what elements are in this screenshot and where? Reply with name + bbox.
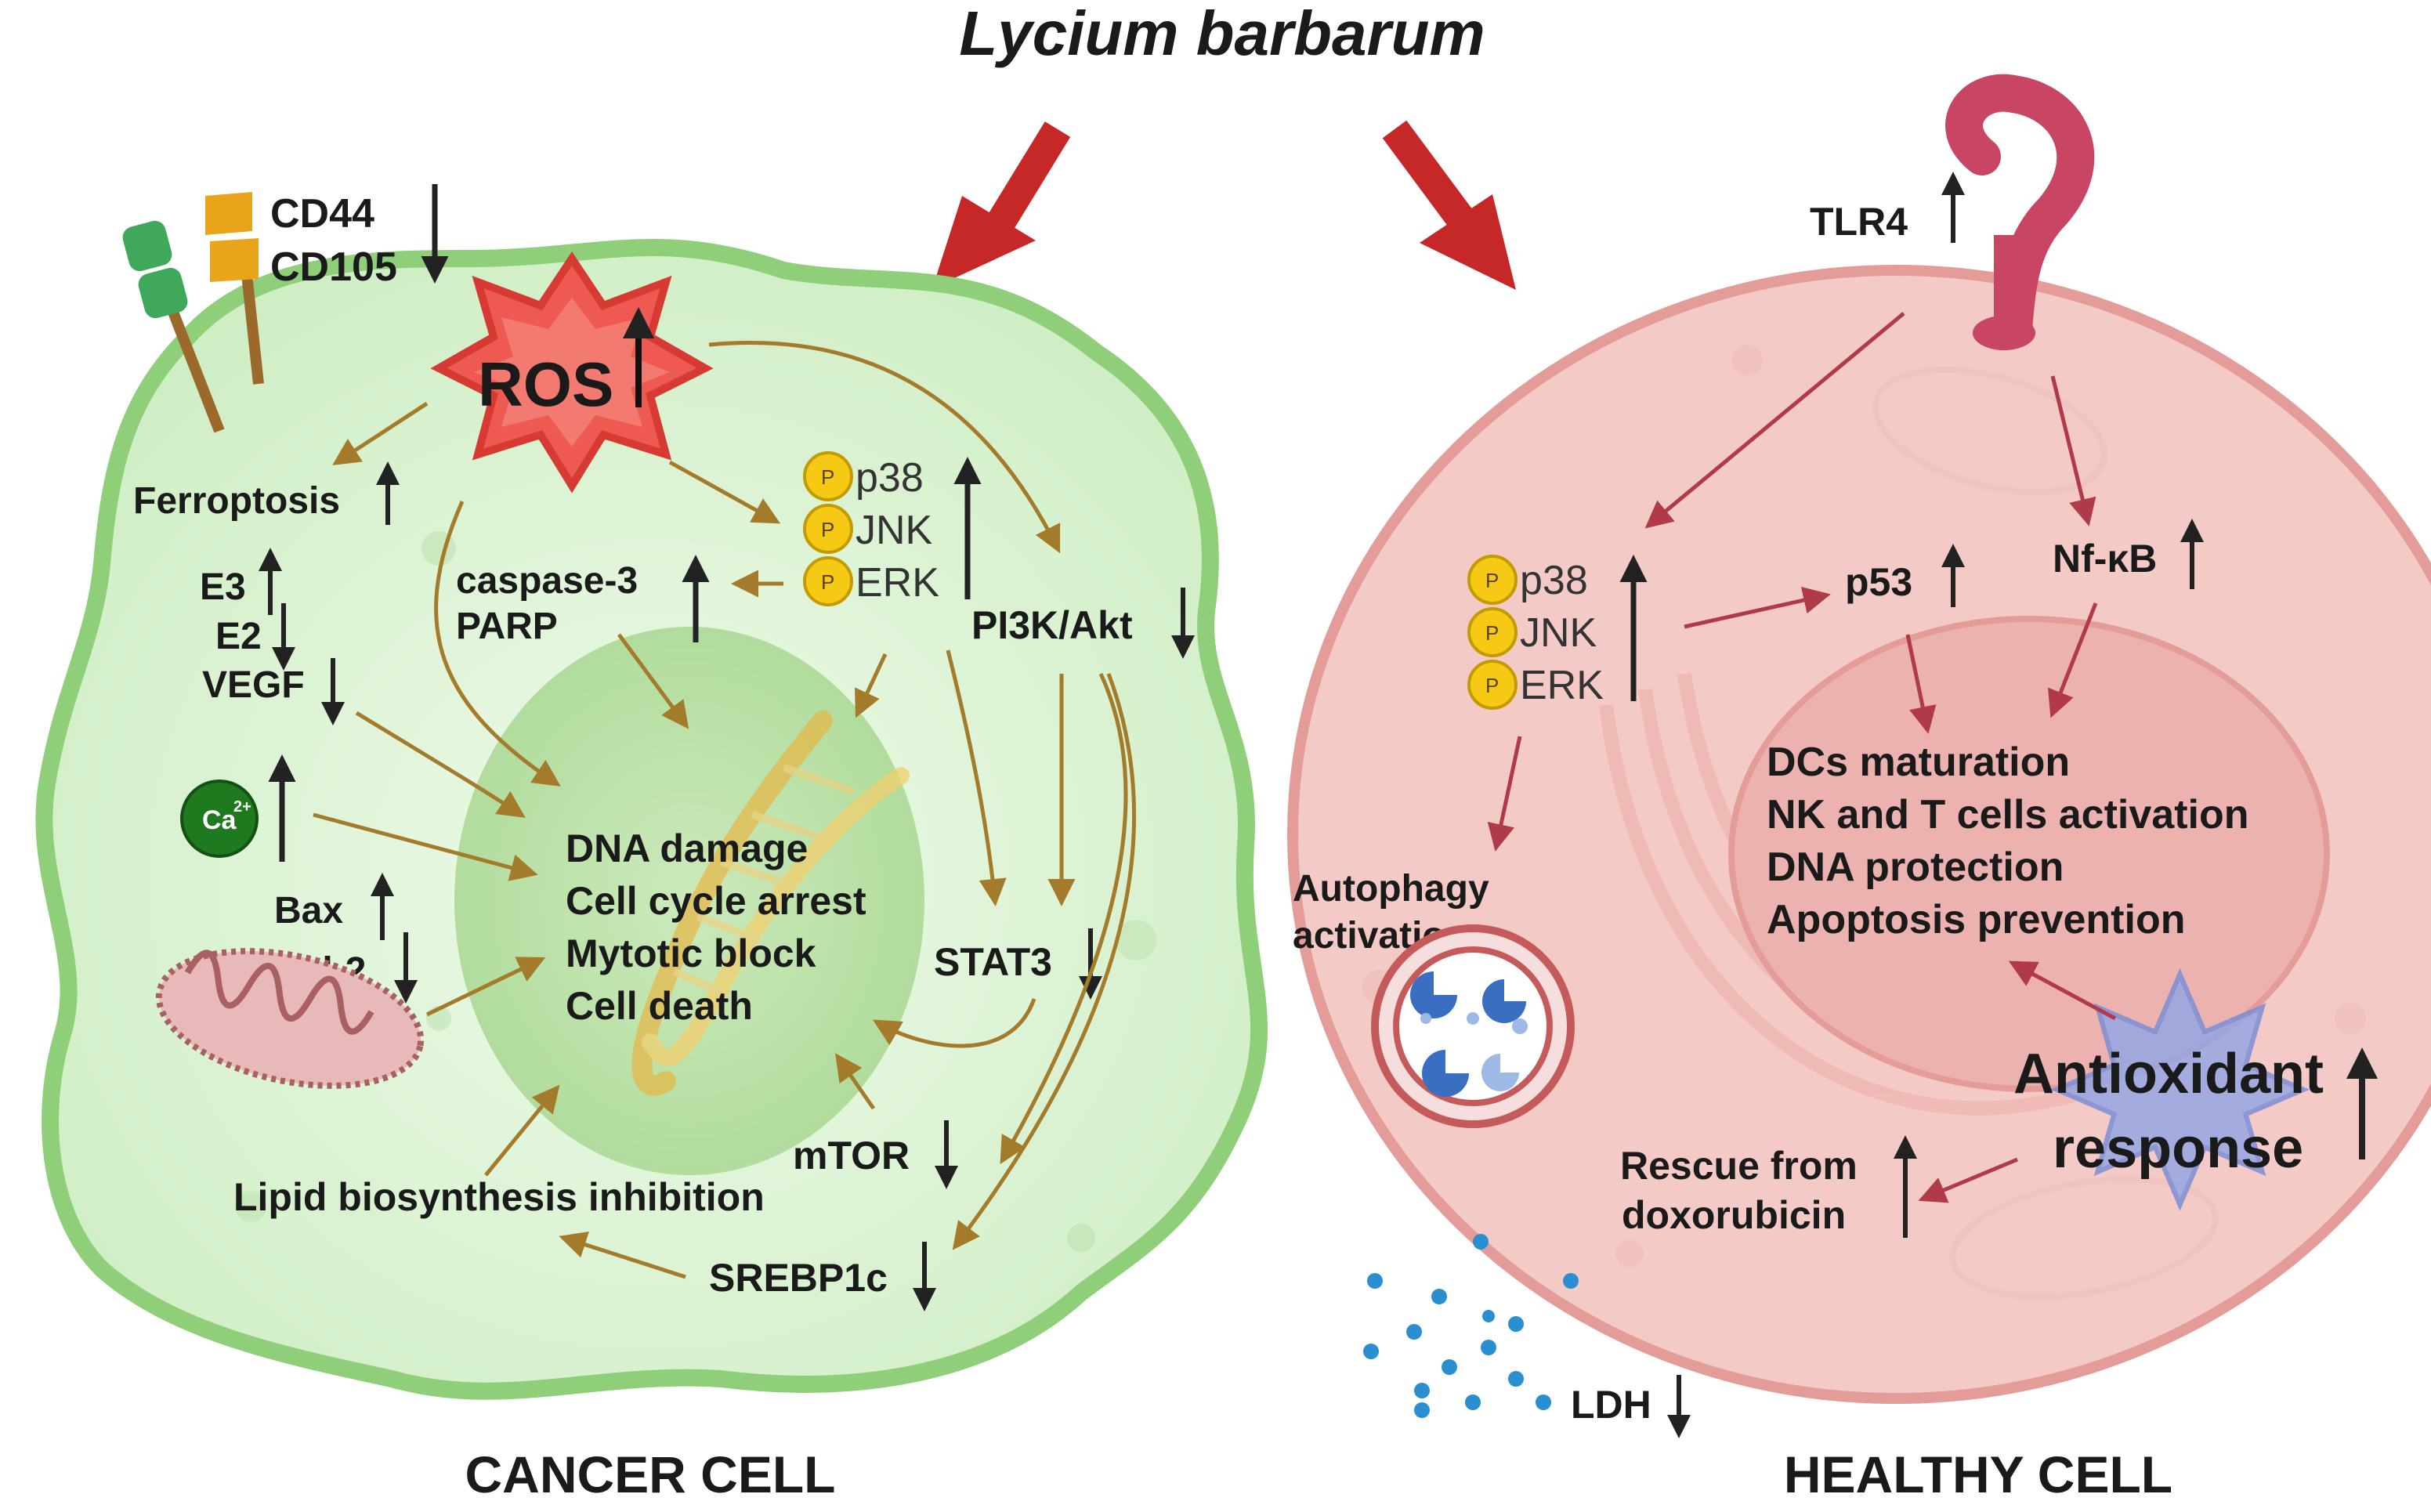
healthy-effect: NK and T cells activation xyxy=(1767,792,2249,837)
healthy-nucleus xyxy=(1728,616,2330,1092)
vegf-label: VEGF xyxy=(202,664,305,706)
stat3-label: STAT3 xyxy=(934,940,1052,984)
ldh-label: LDH xyxy=(1571,1383,1651,1427)
nfkb-label: Nf-κB xyxy=(2053,537,2157,581)
big-arrow-to-cancer xyxy=(932,121,1071,288)
rescue-label: Rescue from xyxy=(1620,1144,1858,1188)
erk-label: ERK xyxy=(1520,663,1604,708)
healthy-effect: DNA protection xyxy=(1767,845,2064,890)
cancer-effect: Mytotic block xyxy=(566,931,816,975)
svg-text:P: P xyxy=(821,518,834,541)
e2-label: E2 xyxy=(215,616,262,657)
mtor-label: mTOR xyxy=(793,1134,910,1177)
p38-label: p38 xyxy=(1520,558,1588,603)
jnk-label: JNK xyxy=(856,508,933,553)
autophagy-label: Autophagy xyxy=(1293,868,1489,910)
mitochondrion-icon xyxy=(155,948,425,1089)
p53-label: p53 xyxy=(1845,560,1912,604)
cancer-effect: Cell death xyxy=(566,984,753,1028)
svg-text:2+: 2+ xyxy=(233,798,251,816)
healthy-effect: Apoptosis prevention xyxy=(1767,897,2185,942)
ldh-dots-icon xyxy=(1363,1234,1579,1418)
antioxidant-label: Antioxidant xyxy=(2013,1043,2324,1105)
cancer-cell-caption: CANCER CELL xyxy=(465,1445,836,1503)
tlr4-label: TLR4 xyxy=(1810,200,1908,244)
phospho-icon: P P P xyxy=(803,451,853,606)
cancer-effect: Cell cycle arrest xyxy=(566,879,866,923)
autophagosome-icon xyxy=(1371,924,1575,1128)
phospho-icon: P P P xyxy=(1467,555,1518,710)
healthy-cell-caption: HEALTHY CELL xyxy=(1784,1445,2172,1503)
parp-label: PARP xyxy=(456,606,558,647)
caspase3-label: caspase-3 xyxy=(456,560,638,602)
cd44-label: CD44 xyxy=(270,191,374,237)
bax-label: Bax xyxy=(274,890,343,931)
antioxidant-label: response xyxy=(2053,1117,2303,1180)
cancer-effects-list: DNA damage Cell cycle arrest Mytotic blo… xyxy=(566,827,866,1028)
svg-text:P: P xyxy=(821,570,834,594)
ros-label: ROS xyxy=(478,349,613,419)
healthy-effects-list: DCs maturation NK and T cells activation… xyxy=(1767,740,2249,942)
lipid-biosynthesis-label: Lipid biosynthesis inhibition xyxy=(233,1175,765,1219)
big-arrow-to-healthy xyxy=(1382,120,1516,290)
healthy-pathway-arrows xyxy=(1487,312,2117,1203)
jnk-label: JNK xyxy=(1520,610,1597,656)
svg-text:Ca: Ca xyxy=(202,805,237,835)
svg-text:P: P xyxy=(1485,569,1499,592)
tlr4-receptor-icon xyxy=(1945,74,2095,350)
pi3k-akt-label: PI3K/Akt xyxy=(971,603,1133,647)
ros-burst-icon xyxy=(430,251,714,494)
receptor-icon xyxy=(122,192,264,433)
srebp1c-label: SREBP1c xyxy=(709,1256,888,1300)
erk-label: ERK xyxy=(856,560,939,606)
dna-helix-icon xyxy=(631,711,910,1096)
calcium-ion-icon: Ca 2+ xyxy=(180,780,259,858)
svg-text:P: P xyxy=(1485,621,1499,645)
e3-label: E3 xyxy=(200,566,246,608)
p38-label: p38 xyxy=(856,455,924,501)
svg-text:P: P xyxy=(1485,674,1499,697)
cancer-effect: DNA damage xyxy=(566,827,808,870)
diagram-title: Lycium barbarum xyxy=(959,0,1485,68)
ferroptosis-label: Ferroptosis xyxy=(133,480,340,522)
svg-text:P: P xyxy=(821,465,834,489)
rescue-label: doxorubicin xyxy=(1622,1193,1846,1237)
healthy-effect: DCs maturation xyxy=(1767,740,2070,785)
cancer-pathway-arrows xyxy=(313,340,1137,1279)
antioxidant-burst-icon xyxy=(2050,968,2310,1211)
cd105-label: CD105 xyxy=(270,244,397,290)
